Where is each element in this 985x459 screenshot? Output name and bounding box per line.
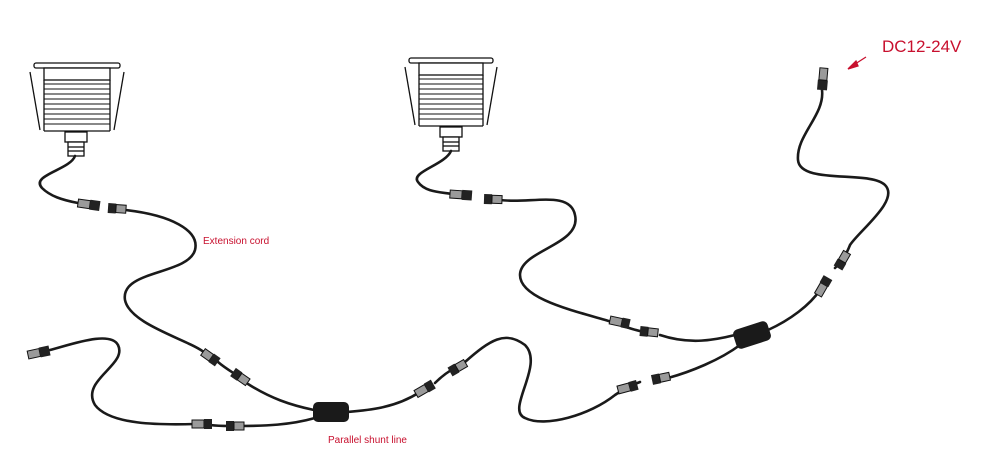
- cable-splitter-left-out: [345, 390, 422, 414]
- led-downlight-fixture-left: [29, 62, 125, 157]
- cable-to-splitter-left: [246, 382, 316, 412]
- cable-mid-link-2: [463, 336, 642, 423]
- parallel-shunt-line-label: Parallel shunt line: [328, 435, 407, 446]
- connector-icon: [639, 326, 659, 338]
- connector-icon: [447, 358, 469, 377]
- cable-extension-middle: [498, 198, 614, 324]
- arrow-icon: [847, 56, 867, 70]
- cable-splitter-right-down: [666, 343, 742, 380]
- connector-icon: [413, 379, 436, 399]
- cable-splitter-right-up: [766, 288, 822, 332]
- connector-icon: [833, 249, 852, 271]
- cable-extension-left: [123, 208, 207, 355]
- connectors: [26, 67, 852, 431]
- connector-icon: [230, 367, 251, 387]
- extension-cord-label: Extension cord: [203, 236, 270, 247]
- connector-icon: [191, 419, 212, 429]
- splitter-right-icon: [733, 321, 771, 349]
- connector-icon: [616, 379, 639, 395]
- cable-fixture-left-lead: [38, 154, 80, 205]
- cable-left-open-lead: [48, 337, 197, 426]
- cable-fixture-middle-lead: [415, 149, 454, 196]
- connector-icon: [107, 203, 127, 214]
- cables: [38, 88, 890, 428]
- connector-icon: [26, 345, 51, 360]
- connector-icon: [650, 371, 672, 385]
- connector-icon: [483, 194, 503, 205]
- power-input-connector-icon: [817, 67, 829, 91]
- cable-splitter-left-to-bottom: [238, 416, 317, 428]
- connector-icon: [449, 189, 473, 201]
- cable-right-riser: [796, 88, 890, 270]
- connector-icon: [813, 275, 833, 298]
- power-input-label: DC12-24V: [882, 37, 962, 56]
- connector-icon: [608, 315, 631, 330]
- connector-icon: [76, 198, 101, 212]
- connector-icon: [200, 348, 221, 367]
- splitter-left-icon: [313, 402, 349, 422]
- cable-to-splitter-right: [658, 333, 737, 343]
- led-downlight-fixture-middle: [404, 57, 498, 152]
- connector-icon: [226, 421, 245, 431]
